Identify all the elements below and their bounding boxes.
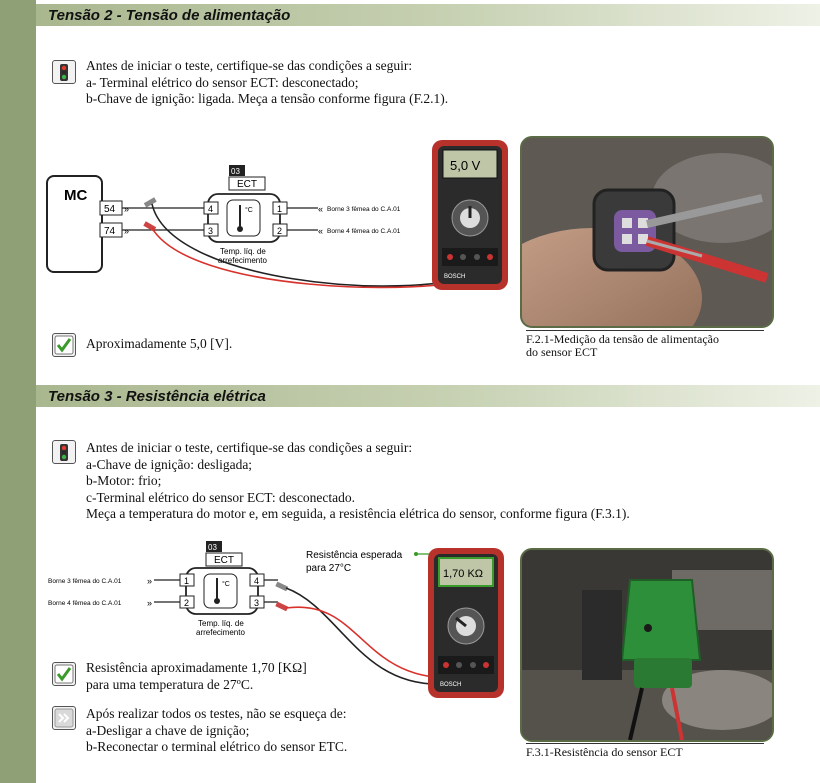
section3-result: Resistência aproximadamente 1,70 [KΩ] pa… [86, 660, 307, 693]
svg-text:«: « [318, 226, 323, 236]
component-code: 03 [231, 167, 240, 176]
svg-text:»: » [124, 204, 129, 214]
terminal-label: 3 [254, 598, 259, 608]
pin-label: 54 [104, 204, 116, 215]
instruction-line: Meça a temperatura do motor e, em seguid… [86, 506, 630, 521]
multimeter-icon: 5,0 V BOSCH [432, 140, 508, 290]
terminal-label: 4 [254, 576, 259, 586]
section2-result: Aproximadamente 5,0 [V]. [86, 336, 233, 351]
section-title: Tensão 3 - Resistência elétrica [48, 387, 266, 405]
checkmark-icon [52, 662, 76, 686]
left-sidebar-stripe [0, 0, 36, 783]
meter-reading: 5,0 V [450, 158, 481, 173]
instruction-line: b-Chave de ignição: ligada. Meça a tensã… [86, 91, 449, 106]
caption-line: F.2.1-Medição da tensão de alimentação [526, 332, 719, 346]
terminal-label: 2 [277, 226, 282, 236]
voltage-measurement-diagram: MC 54 74 » » 03 ECT °C 4 3 1 2 Temp. líq… [46, 140, 508, 290]
terminal-label: 2 [184, 598, 189, 608]
traffic-light-icon [52, 60, 76, 84]
component-name-box [228, 176, 266, 191]
component-caption: arrefecimento [196, 628, 245, 637]
result-line: para uma temperatura de 27ºC. [86, 676, 254, 692]
terminal-label: 4 [208, 204, 213, 214]
section-title: Tensão 2 - Tensão de alimentação [48, 6, 291, 24]
instruction-line: c-Terminal elétrico do sensor ECT: desco… [86, 489, 356, 505]
photo-voltage-measurement [520, 136, 774, 328]
meter-brand: BOSCH [440, 682, 461, 688]
section3-instructions: Antes de iniciar o teste, certifique-se … [86, 440, 630, 523]
temp-unit-label: °C [222, 580, 230, 588]
expected-resistance-label: para 27°C [306, 563, 351, 574]
checkmark-icon [52, 333, 76, 357]
component-name: ECT [214, 555, 234, 566]
component-caption: Temp. líq. de [198, 619, 244, 628]
resistance-measurement-diagram: Borne 3 fêmea do C.A.01 Borne 4 fêmea do… [48, 541, 504, 698]
result-line: Resistência aproximadamente 1,70 [KΩ] [86, 660, 307, 675]
terminal-label: 1 [277, 204, 282, 214]
instruction-line: Antes de iniciar o teste, certifique-se … [86, 58, 413, 73]
component-code-badge [229, 165, 245, 176]
terminal-label: 1 [184, 576, 189, 586]
note-line: b-Reconectar o terminal elétrico do sens… [86, 739, 348, 754]
borne-label: Borne 3 fêmea do C.A.01 [327, 206, 401, 213]
figure-caption-f31: F.3.1-Resistência do sensor ECT [526, 743, 764, 759]
notes-icon [52, 706, 76, 730]
svg-text:«: « [318, 204, 323, 214]
pin-label: 74 [104, 226, 116, 237]
svg-text:»: » [147, 576, 152, 586]
multimeter-icon: 1,70 KΩ BOSCH [428, 548, 504, 698]
section2-instructions: Antes de iniciar o teste, certifique-se … [86, 58, 448, 108]
component-name: ECT [237, 179, 257, 190]
temp-unit-label: °C [245, 206, 253, 214]
component-caption: Temp. líq. de [220, 247, 266, 256]
svg-text:»: » [147, 598, 152, 608]
note-line: a-Desligar a chave de ignição; [86, 722, 250, 738]
section-header-tensao-3: Tensão 3 - Resistência elétrica [36, 385, 820, 407]
traffic-light-icon [52, 440, 76, 464]
instruction-line: a-Chave de ignição: desligada; [86, 456, 253, 472]
figure-caption-f21: F.2.1-Medição da tensão de alimentação d… [526, 330, 764, 359]
mc-label: MC [64, 187, 87, 204]
terminal-label: 3 [208, 226, 213, 236]
borne-label: Borne 3 fêmea do C.A.01 [48, 578, 122, 585]
caption-line: do sensor ECT [526, 345, 598, 359]
section-header-tensao-2: Tensão 2 - Tensão de alimentação [36, 4, 820, 26]
borne-label: Borne 4 fêmea do C.A.01 [327, 228, 401, 235]
borne-label: Borne 4 fêmea do C.A.01 [48, 600, 122, 607]
instruction-line: b-Motor: frio; [86, 473, 162, 488]
expected-resistance-label: Resistência esperada [306, 550, 403, 561]
component-caption: arrefecimento [218, 256, 267, 265]
note-line: Após realizar todos os testes, não se es… [86, 706, 347, 721]
instruction-line: Antes de iniciar o teste, certifique-se … [86, 440, 413, 455]
meter-reading: 1,70 KΩ [443, 568, 483, 580]
photo-resistance-measurement [520, 548, 774, 742]
meter-brand: BOSCH [444, 274, 465, 280]
instruction-line: a- Terminal elétrico do sensor ECT: desc… [86, 74, 359, 90]
component-code: 03 [208, 543, 217, 552]
svg-text:»: » [124, 226, 129, 236]
final-notes: Após realizar todos os testes, não se es… [86, 706, 347, 756]
